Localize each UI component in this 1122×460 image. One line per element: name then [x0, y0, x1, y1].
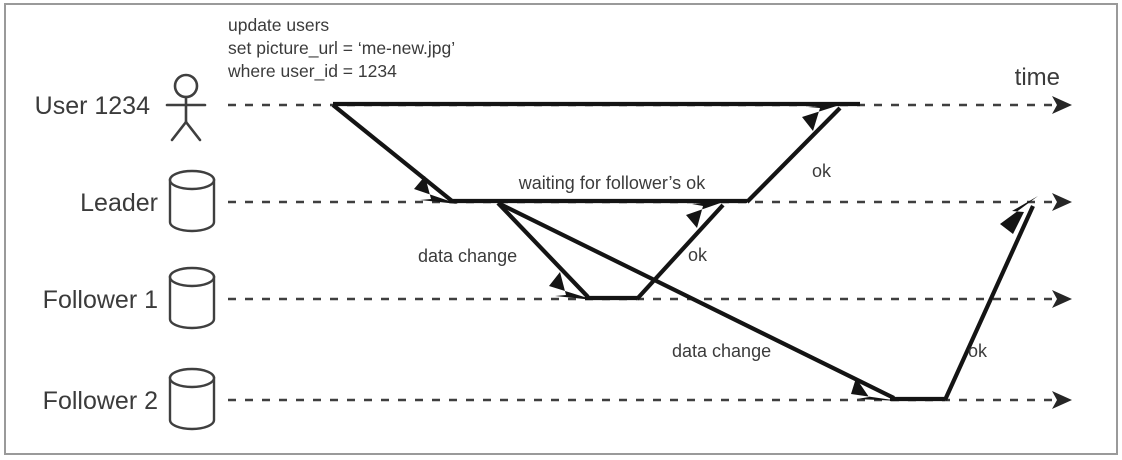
query-line-1: update users — [228, 15, 329, 35]
query-line-3: where user_id = 1234 — [227, 61, 397, 82]
message-arrow-ok-follower1 — [635, 200, 729, 301]
activation-bars — [333, 101, 945, 402]
lifeline-arrow-leader — [1052, 193, 1072, 211]
lifeline-arrow-user — [1052, 96, 1072, 114]
message-label-data-change-f1: data change — [418, 246, 517, 266]
participant-label-user: User 1234 — [35, 92, 150, 120]
query-line-2: set picture_url = ‘me-new.jpg’ — [228, 38, 455, 59]
message-arrow-update — [331, 103, 458, 204]
message-arrow-ok-leader — [745, 103, 846, 204]
database-cylinder-icon-leader — [168, 169, 216, 233]
participant-label-leader: Leader — [80, 189, 158, 217]
message-label-ok-follower1: ok — [688, 245, 708, 265]
lifeline-arrow-follower2 — [1052, 391, 1072, 409]
actor-stick-figure-icon — [165, 73, 207, 142]
message-label-data-change-f2: data change — [672, 341, 771, 361]
message-label-ok-follower2: ok — [968, 341, 988, 361]
message-label-waiting: waiting for follower’s ok — [518, 173, 706, 193]
lifelines — [228, 96, 1072, 409]
lifeline-arrow-follower1 — [1052, 290, 1072, 308]
database-cylinder-icon-follower2 — [168, 367, 216, 431]
database-cylinder-icon-follower1 — [168, 266, 216, 330]
participant-label-follower2: Follower 2 — [43, 387, 158, 415]
message-arrow-data-change-follower2 — [497, 201, 900, 401]
message-label-ok-leader: ok — [812, 161, 832, 181]
time-axis-label: time — [1015, 64, 1060, 91]
participant-label-follower1: Follower 1 — [43, 286, 158, 314]
message-arrow-data-change-follower1 — [496, 201, 594, 300]
message-arrow-ok-follower2 — [943, 196, 1038, 401]
